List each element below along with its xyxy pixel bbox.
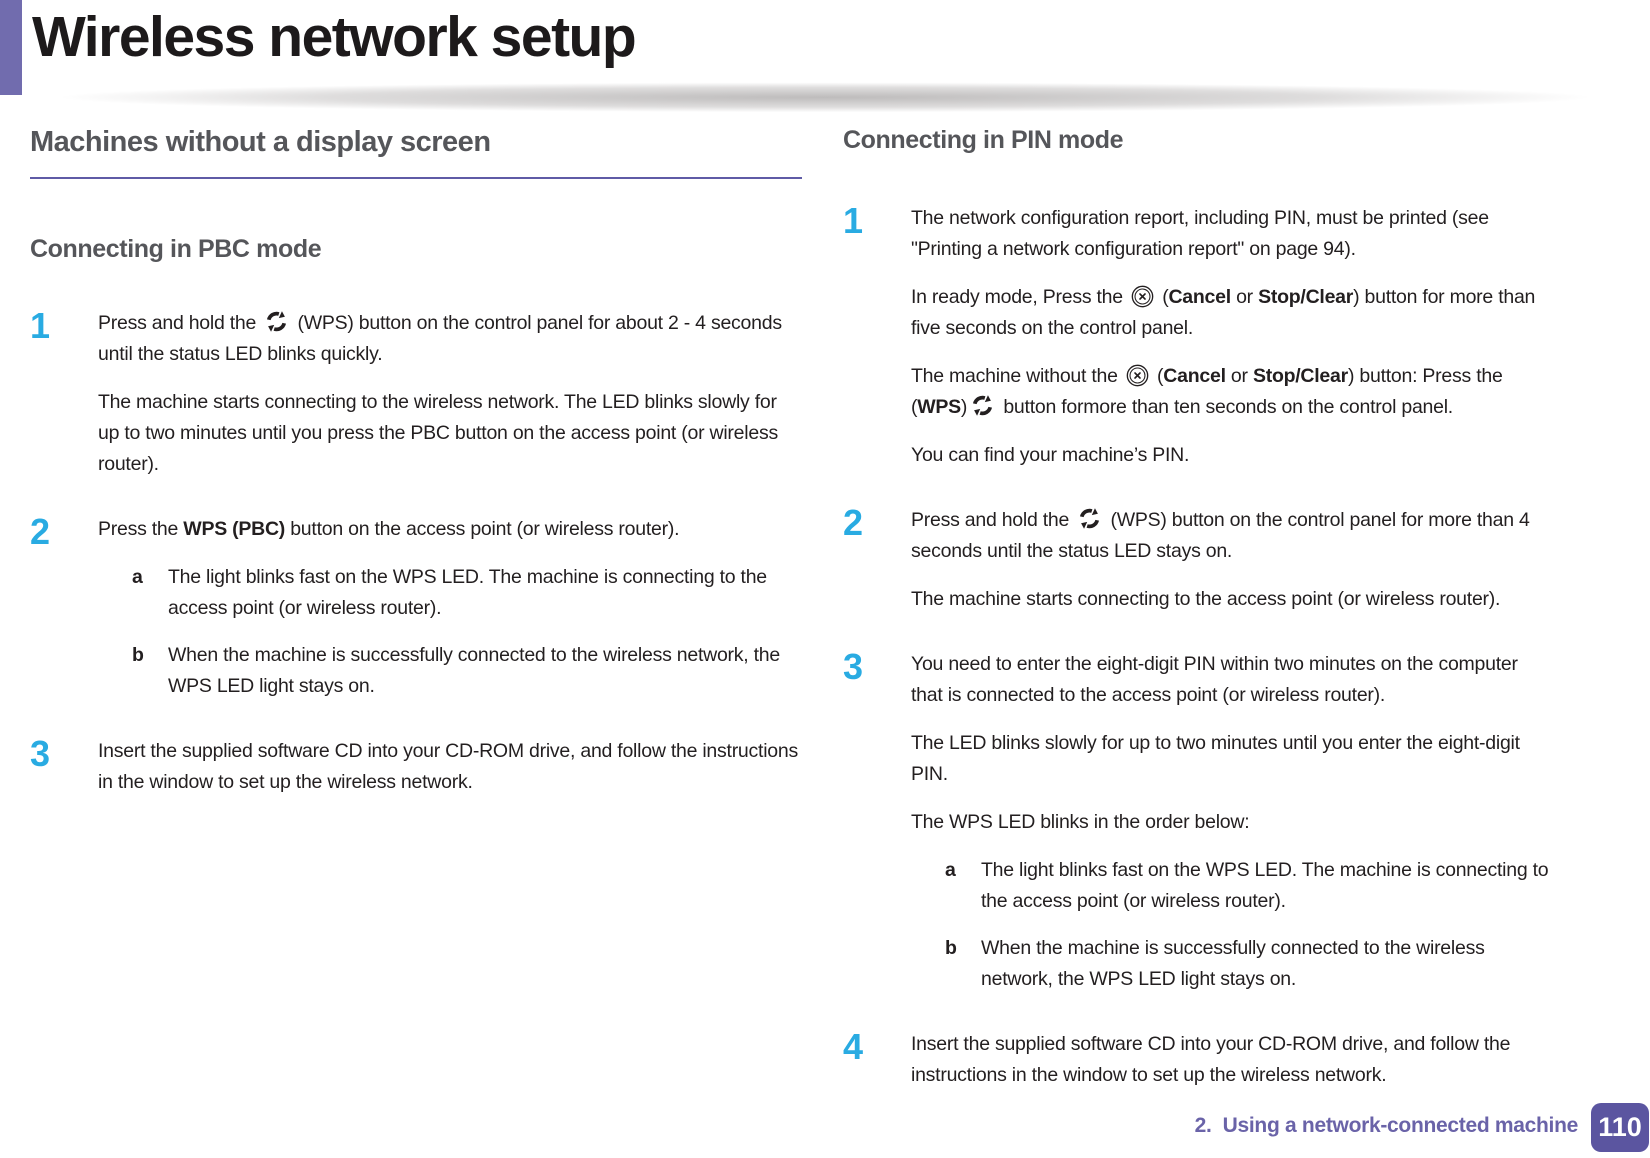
text-run: ( [1157,286,1169,308]
substep-text: The light blinks fast on the WPS LED. Th… [168,566,767,619]
step: 3 Insert the supplied software CD into yo… [30,736,802,798]
subsection-title-pin: Connecting in PIN mode [843,126,1124,154]
text-run: button on the access point (or wireless … [285,518,680,540]
page-title: Wireless network setup [32,5,637,69]
step-paragraph: The network configuration report, includ… [911,203,1553,265]
subsection-title-pbc: Connecting in PBC mode [30,235,322,263]
step-paragraph: Insert the supplied software CD into you… [98,736,802,798]
text-run: or [1230,286,1259,308]
text-run: Insert the supplied software CD into you… [98,740,798,793]
bold-text: Cancel [1163,365,1226,387]
substep: a The light blinks fast on the WPS LED. T… [132,562,802,624]
substep-label: a [132,566,143,588]
text-run: (WPS) button on the control panel for mo… [911,509,1530,562]
pin-steps-list: 1 The network configuration report, inclu… [843,203,1553,1091]
bold-text: Stop/Clear [1258,286,1354,308]
step: 1 Press and hold the (WPS) button on the … [30,308,802,480]
text-run: or [1225,365,1253,387]
section-divider [30,177,802,179]
pbc-steps-list: 1 Press and hold the (WPS) button on the … [30,308,802,798]
text-run: (WPS) button on the control panel for ab… [98,312,782,365]
step-body: Insert the supplied software CD into you… [911,1029,1553,1091]
bold-text: Stop/Clear [1252,365,1348,387]
substep-label: a [945,859,956,881]
bold-text: WPS (PBC) [183,518,286,540]
step: 4 Insert the supplied software CD into yo… [843,1029,1553,1091]
step-number: 3 [843,646,864,687]
text-run: Press the [98,518,184,540]
text-run: ) [960,396,968,418]
cancel-icon [1131,285,1154,308]
text-run: ( [1151,365,1164,387]
step-paragraph: The WPS LED blinks in the order below: [911,807,1553,838]
substep-label: b [945,937,957,959]
step-paragraph: The machine starts connecting to the acc… [911,584,1553,615]
step-paragraph: The LED blinks slowly for up to two minu… [911,728,1553,790]
text-run: The machine without the [911,365,1123,387]
step-number: 1 [843,200,864,241]
substep-text: When the machine is successfully connect… [981,937,1485,990]
text-run: The network configuration report, includ… [911,207,1489,260]
text-run: The machine starts connecting to the wir… [98,391,778,475]
step-number: 4 [843,1026,864,1067]
substep-label: b [132,644,144,666]
substep: b When the machine is successfully connec… [132,640,802,702]
bold-text: WPS [917,396,961,418]
text-run: You need to enter the eight-digit PIN wi… [911,653,1518,706]
step-number: 3 [30,733,51,774]
step-body: Insert the supplied software CD into you… [98,736,802,798]
section-title: Machines without a display screen [30,126,491,158]
text-run: The LED blinks slowly for up to two minu… [911,732,1520,785]
step-paragraph: You can find your machine’s PIN. [911,440,1553,471]
text-run: The machine starts connecting to the acc… [911,588,1501,610]
step-body: Press and hold the (WPS) button on the c… [98,308,802,480]
cancel-icon [1126,364,1149,387]
substep-text: When the machine is successfully connect… [168,644,780,697]
step-paragraph: You need to enter the eight-digit PIN wi… [911,649,1553,711]
step-paragraph: The machine starts connecting to the wir… [98,387,802,480]
step-paragraph: Press and hold the (WPS) button on the c… [911,505,1553,567]
wps-icon [970,393,995,418]
text-run: Press and hold the [98,312,262,334]
text-run: ) button: Press the ( [911,365,1503,418]
wps-icon [1077,506,1102,531]
step-paragraph: The machine without the (Cancel or Stop/… [911,361,1553,423]
step-body: Press and hold the (WPS) button on the c… [911,505,1553,615]
bold-text: Cancel [1168,286,1231,308]
step-body: The network configuration report, includ… [911,203,1553,471]
step-body: Press the WPS (PBC) button on the access… [98,514,802,702]
step-number: 2 [843,502,864,543]
step-body: You need to enter the eight-digit PIN wi… [911,649,1553,995]
wps-icon [264,309,289,334]
chapter-accent-bar [0,0,22,95]
footer-chapter-label: 2. Using a network-connected machine [1194,1114,1579,1137]
substep-text: The light blinks fast on the WPS LED. Th… [981,859,1549,912]
title-shadow-band [0,80,1650,116]
text-run: Insert the supplied software CD into you… [911,1033,1511,1086]
step-number: 1 [30,305,51,346]
text-run: The WPS LED blinks in the order below: [911,811,1250,833]
substep: a The light blinks fast on the WPS LED. T… [945,855,1553,917]
text-run: You can find your machine’s PIN. [911,444,1190,466]
text-run: In ready mode, Press the [911,286,1129,308]
page-number-badge: 110 [1591,1103,1649,1152]
step-paragraph: In ready mode, Press the (Cancel or Stop… [911,282,1553,344]
substep: b When the machine is successfully connec… [945,933,1553,995]
step-paragraph: Press and hold the (WPS) button on the c… [98,308,802,370]
step-number: 2 [30,511,51,552]
left-column: Machines without a display screen Connec… [30,120,802,832]
text-run: Press and hold the [911,509,1075,531]
step: 3 You need to enter the eight-digit PIN w… [843,649,1553,995]
right-column: Connecting in PIN mode 1 The network conf… [843,120,1553,1125]
step-paragraph: Insert the supplied software CD into you… [911,1029,1553,1091]
text-run: button formore than ten seconds on the c… [998,396,1453,418]
step: 2 Press the WPS (PBC) button on the acces… [30,514,802,702]
step: 1 The network configuration report, inclu… [843,203,1553,471]
text-run: ) button for more than five seconds on t… [911,286,1536,339]
step-paragraph: Press the WPS (PBC) button on the access… [98,514,802,545]
step: 2 Press and hold the (WPS) button on the … [843,505,1553,615]
